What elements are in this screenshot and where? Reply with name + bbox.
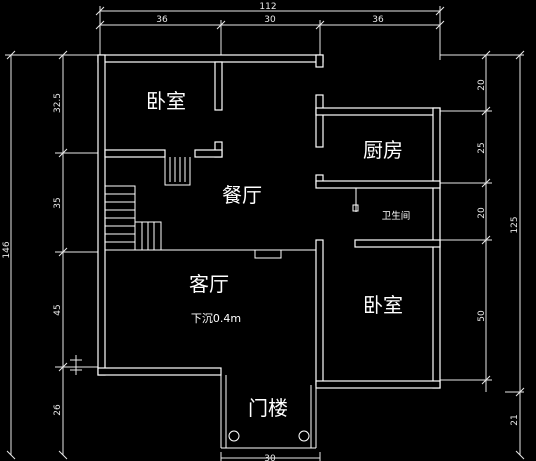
staircase [104,157,191,251]
dim-left-4: 26 [53,404,63,416]
dim-top-total: 112 [259,2,276,12]
room-note-living-sunken: 下沉0.4m [191,312,241,325]
room-label-porch: 门楼 [248,396,288,420]
bottom-dimensions: 30 [220,452,321,461]
room-label-bedroom-right: 卧室 [363,293,403,317]
top-dimensions: 112 36 30 36 [95,2,445,60]
dim-top-left: 36 [156,15,168,25]
room-label-living: 客厅 [189,272,229,296]
left-dimensions: 146 32.5 35 45 26 [2,50,100,460]
dim-right-total: 125 [510,216,520,233]
dim-left-total: 146 [2,241,12,258]
dim-left-1: 32.5 [53,93,63,113]
dim-top-mid: 30 [264,15,276,25]
dim-right-2: 25 [477,142,487,153]
room-label-bathroom: 卫生间 [382,210,411,222]
room-label-bedroom-top-left: 卧室 [146,89,186,113]
walls [97,54,441,449]
dim-right-3: 20 [477,207,487,219]
dim-left-3: 45 [53,304,63,315]
dim-bottom-mid: 30 [264,454,276,461]
dim-right-5: 21 [510,414,520,425]
dim-top-right: 36 [372,15,384,25]
dim-right-1: 20 [477,79,487,91]
dim-left-2: 35 [53,197,63,208]
right-dimensions: 125 20 25 20 50 21 [440,50,525,460]
room-label-kitchen: 厨房 [363,138,403,162]
room-label-dining: 餐厅 [222,183,262,207]
dim-right-4: 50 [477,310,487,322]
